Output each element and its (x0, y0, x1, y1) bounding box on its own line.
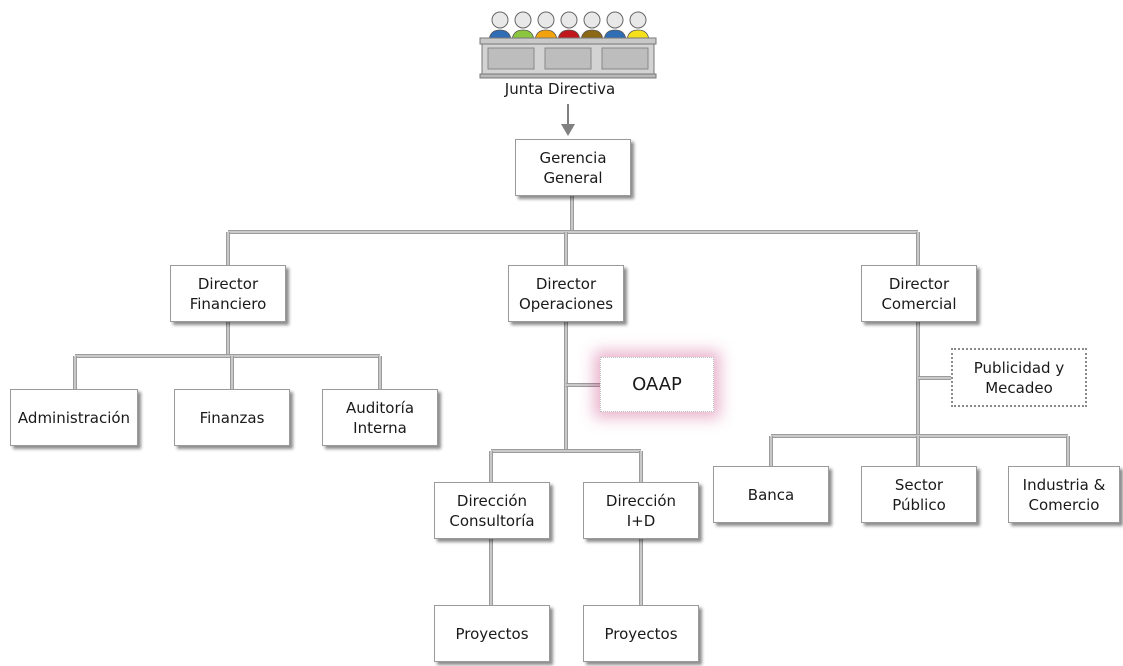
node-industria-comercio: Industria & Comercio (1008, 466, 1120, 523)
node-director-comercial: Director Comercial (861, 265, 977, 322)
board-member-head (560, 11, 578, 29)
board-member-head (606, 11, 624, 29)
arrow-down-icon (561, 124, 575, 136)
board-member-head (629, 11, 647, 29)
board-member-head (583, 11, 601, 29)
node-director-financiero: Director Financiero (170, 265, 286, 322)
board-table-panel (487, 47, 535, 70)
node-gerencia-general: Gerencia General (515, 139, 631, 196)
node-finanzas: Finanzas (174, 389, 290, 446)
node-publicidad-mecadeo: Publicidad y Mecadeo (951, 348, 1087, 407)
board-of-directors-icon (479, 11, 657, 79)
node-administracion: Administración (10, 389, 138, 446)
node-director-operaciones: Director Operaciones (508, 265, 624, 322)
node-auditoria-interna: Auditoría Interna (322, 389, 438, 446)
node-banca: Banca (713, 466, 829, 523)
node-oaap: OAAP (600, 357, 714, 412)
node-direccion-id: Dirección I+D (583, 482, 699, 539)
node-direccion-consultoria: Dirección Consultoría (434, 482, 550, 539)
board-label: Junta Directiva (504, 80, 616, 98)
board-member-head (491, 11, 509, 29)
node-proyectos-id: Proyectos (583, 605, 699, 662)
node-proyectos-consultoria: Proyectos (434, 605, 550, 662)
board-member-head (514, 11, 532, 29)
board-table-panel (601, 47, 649, 70)
board-member-head (537, 11, 555, 29)
board-table-base (479, 73, 657, 79)
board-table-top (479, 37, 657, 45)
board-table-panel (544, 47, 592, 70)
node-sector-publico: Sector Público (861, 466, 977, 523)
